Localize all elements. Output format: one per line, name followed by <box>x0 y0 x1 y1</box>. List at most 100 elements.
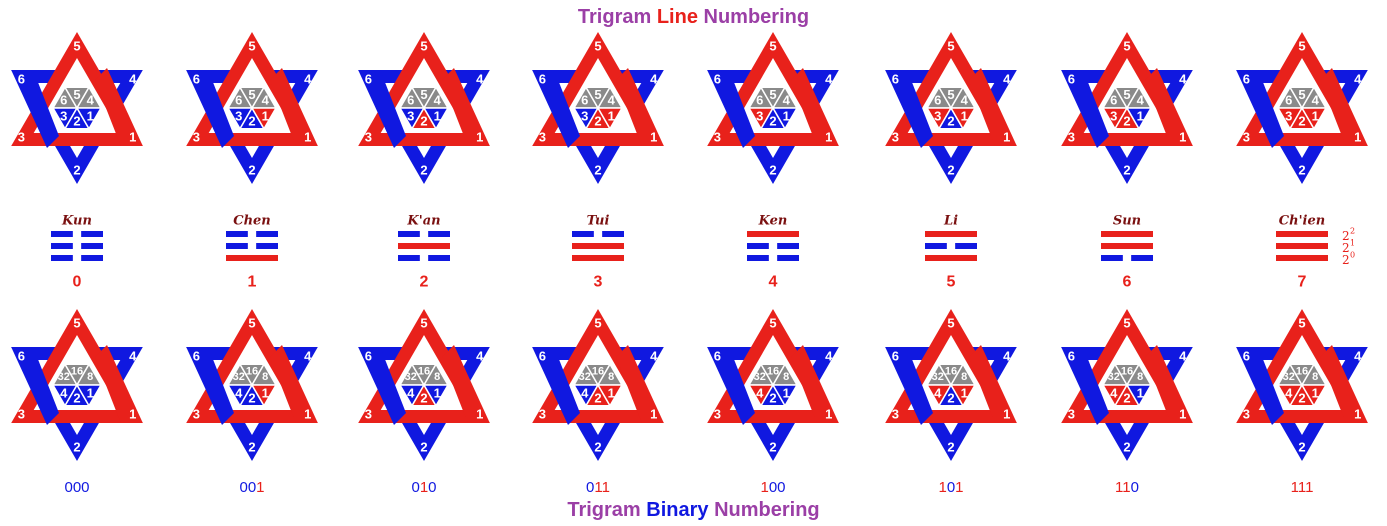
binary-digit: 0 <box>239 479 247 496</box>
inner-label-bottom-left: 4 <box>1285 385 1293 400</box>
outer-label-top: 5 <box>594 316 601 331</box>
trigram-symbol-2 <box>398 231 450 261</box>
trigram-name-5: Li <box>943 214 958 229</box>
trigram-symbol-6 <box>1101 231 1153 261</box>
line-numbering-star-2: 654321541236 <box>358 32 490 184</box>
outer-label-lower-right: 1 <box>304 130 311 145</box>
outer-label-lower-left: 3 <box>1068 130 1075 145</box>
yin-line-right <box>428 231 450 237</box>
yang-line <box>925 231 977 237</box>
line-numbering-star-0: 654321541236 <box>11 32 143 184</box>
outer-label-upper-left: 6 <box>539 349 546 364</box>
binary-numbering-star-6: 32168421541236 <box>1061 309 1193 461</box>
outer-label-upper-right: 4 <box>1354 72 1362 87</box>
outer-label-lower-right: 1 <box>825 407 832 422</box>
outer-label-upper-right: 4 <box>129 349 137 364</box>
inner-label-top-right: 4 <box>434 93 442 108</box>
binary-digit: 0 <box>777 479 785 496</box>
outer-label-upper-right: 4 <box>476 72 484 87</box>
binary-value-2: 010 <box>411 479 436 496</box>
inner-label-top-left: 32 <box>1283 371 1295 383</box>
binary-digit: 1 <box>602 479 610 496</box>
yang-line <box>1276 255 1328 261</box>
inner-label-top-left: 6 <box>60 93 67 108</box>
trigram-name-4: Ken <box>758 214 788 229</box>
inner-label-bottom-middle: 2 <box>73 113 80 128</box>
yin-line-right <box>81 243 103 249</box>
outer-label-lower-right: 1 <box>304 407 311 422</box>
inner-label-bottom-left: 4 <box>407 385 415 400</box>
inner-label-top-left: 32 <box>58 371 70 383</box>
outer-label-lower-right: 1 <box>1354 407 1361 422</box>
binary-digit: 0 <box>73 479 81 496</box>
outer-label-top: 5 <box>769 316 776 331</box>
outer-label-upper-right: 4 <box>1003 72 1011 87</box>
binary-digit: 1 <box>938 479 946 496</box>
yang-line <box>572 243 624 249</box>
outer-label-lower-right: 1 <box>1354 130 1361 145</box>
title-bottom-word-2: Binary <box>646 499 708 521</box>
outer-label-top: 5 <box>1298 316 1305 331</box>
outer-label-upper-right: 4 <box>1354 349 1362 364</box>
inner-label-top-middle: 5 <box>73 87 80 102</box>
inner-label-bottom-right: 1 <box>434 108 441 123</box>
outer-label-upper-right: 4 <box>650 349 658 364</box>
binary-digit: 0 <box>64 479 72 496</box>
yin-line-left <box>925 243 947 249</box>
outer-label-top: 5 <box>1298 39 1305 54</box>
trigram-number-6: 6 <box>1123 274 1132 291</box>
inner-label-bottom-right: 1 <box>262 108 269 123</box>
binary-value-3: 011 <box>586 479 610 496</box>
inner-label-bottom-left: 3 <box>934 108 941 123</box>
outer-label-bottom: 2 <box>594 163 601 178</box>
outer-label-lower-left: 3 <box>18 407 25 422</box>
binary-value-5: 101 <box>938 479 963 496</box>
inner-label-top-left: 32 <box>405 371 417 383</box>
trigram-name-0: Kun <box>61 214 92 229</box>
inner-label-bottom-right: 1 <box>783 108 790 123</box>
line-numbering-star-4: 654321541236 <box>707 32 839 184</box>
inner-label-top-middle: 16 <box>418 365 430 377</box>
inner-label-bottom-left: 3 <box>756 108 763 123</box>
outer-label-upper-left: 6 <box>714 72 721 87</box>
binary-digit: 0 <box>248 479 256 496</box>
title-bottom-word-3: Numbering <box>714 499 820 521</box>
binary-digit: 0 <box>947 479 955 496</box>
outer-label-upper-left: 6 <box>365 349 372 364</box>
binary-digit: 1 <box>955 479 963 496</box>
outer-label-bottom: 2 <box>248 440 255 455</box>
yin-line-left <box>226 243 248 249</box>
outer-label-upper-right: 4 <box>650 72 658 87</box>
inner-label-bottom-right: 1 <box>961 385 968 400</box>
line-numbering-star-1: 654321541236 <box>186 32 318 184</box>
inner-label-top-left: 6 <box>235 93 242 108</box>
inner-label-top-left: 32 <box>579 371 591 383</box>
binary-numbering-star-1: 32168421541236 <box>186 309 318 461</box>
inner-label-top-left: 32 <box>1108 371 1120 383</box>
outer-label-upper-left: 6 <box>714 349 721 364</box>
yin-line-right <box>256 243 278 249</box>
inner-label-bottom-right: 1 <box>608 108 615 123</box>
inner-label-top-middle: 16 <box>945 365 957 377</box>
inner-label-bottom-right: 1 <box>434 385 441 400</box>
outer-label-top: 5 <box>769 39 776 54</box>
yin-line-left <box>398 255 420 261</box>
outer-label-top: 5 <box>947 316 954 331</box>
binary-value-7: 111 <box>1291 479 1314 496</box>
binary-digit: 0 <box>81 479 89 496</box>
outer-label-top: 5 <box>1123 316 1130 331</box>
yin-line-left <box>747 243 769 249</box>
inner-label-bottom-middle: 2 <box>769 390 776 405</box>
outer-label-bottom: 2 <box>73 440 80 455</box>
exponent-2: 0 <box>1350 251 1355 260</box>
trigram-symbol-4 <box>747 231 799 261</box>
trigram-number-4: 4 <box>769 274 778 291</box>
inner-label-top-right: 4 <box>262 93 270 108</box>
inner-label-top-right: 8 <box>434 371 440 383</box>
yang-line <box>226 255 278 261</box>
outer-label-bottom: 2 <box>594 440 601 455</box>
outer-label-upper-left: 6 <box>193 349 200 364</box>
inner-label-top-middle: 5 <box>420 87 427 102</box>
inner-label-bottom-right: 1 <box>1312 385 1319 400</box>
